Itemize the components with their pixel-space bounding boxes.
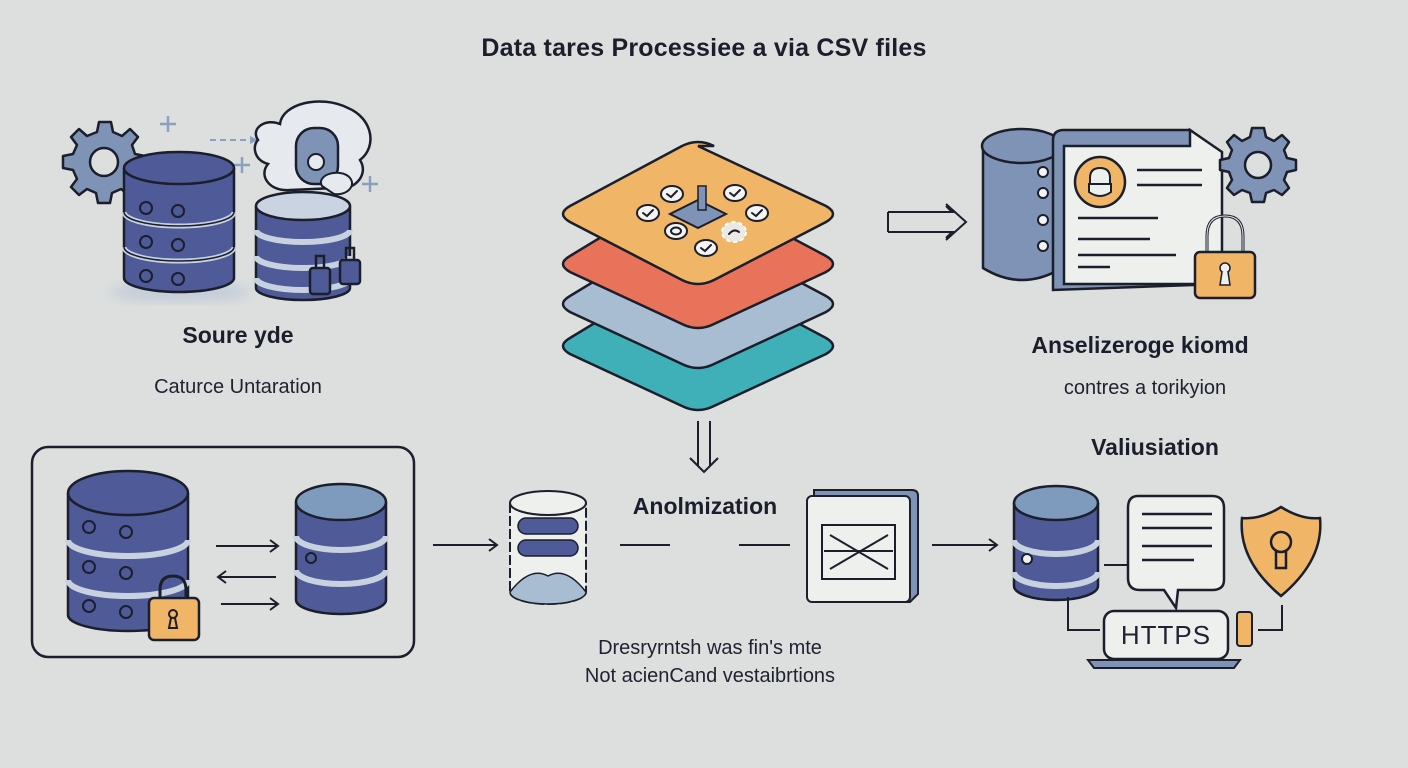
- lock-icon: [308, 246, 362, 296]
- note-line-2: Not acienCand vestaibrtions: [584, 665, 836, 687]
- shield-icon: [1240, 505, 1322, 598]
- checklist-icons: [636, 184, 769, 257]
- arrow-left-icon: [216, 570, 276, 584]
- plus-icon: [160, 116, 378, 192]
- arrow-down-icon: [689, 421, 719, 474]
- anonymization-heading: Anolmization: [632, 493, 778, 519]
- radio-icon: [664, 222, 688, 240]
- download-arrow-icon: [667, 185, 729, 230]
- window-icon: [806, 489, 919, 603]
- lock-icon: [147, 574, 201, 642]
- source-caption: Caturce Untaration: [154, 376, 322, 398]
- laptop-icon: [1086, 609, 1242, 669]
- validation-heading: Valiusiation: [1091, 434, 1219, 460]
- checkmark-icon: [723, 184, 747, 202]
- checkmark-icon: [745, 204, 769, 222]
- validation-illustration: [1011, 484, 1322, 669]
- database-icon: [65, 469, 191, 633]
- arrow-right-icon: [887, 203, 968, 241]
- document-icon: [1126, 494, 1226, 612]
- document-icon: [1051, 127, 1224, 292]
- source-heading: Soure yde: [182, 322, 294, 348]
- database-icon: [509, 490, 587, 605]
- battery-icon: [1236, 611, 1253, 647]
- anonymization-note: Dresryrntsh was fin's mte Not acienCand …: [500, 634, 920, 690]
- note-line-1: Dresryrntsh was fin's mte: [598, 637, 822, 659]
- storage-heading: Anselizeroge kiomd: [1031, 332, 1249, 358]
- arrow-right-icon: [216, 539, 280, 611]
- database-icon: [1011, 484, 1101, 602]
- diagram-title: Data tares Processiee a via CSV files: [481, 34, 927, 62]
- database-icon: [121, 150, 237, 294]
- source-illustration: [61, 100, 378, 302]
- storage-caption: contres a torikyion: [1063, 377, 1227, 399]
- https-badge: HTTPS: [1120, 620, 1212, 650]
- lock-icon: [1193, 214, 1257, 300]
- checkmark-icon: [694, 239, 718, 257]
- storage-illustration: [980, 126, 1298, 300]
- flow-connectors: [433, 538, 999, 552]
- database-icon: [253, 190, 353, 302]
- database-icon: [293, 482, 389, 616]
- sync-panel: [30, 445, 416, 659]
- layer-stack-icon: [561, 140, 835, 412]
- cloud-icon: [253, 100, 372, 196]
- database-icon: [980, 127, 1064, 282]
- gear-icon: [1218, 126, 1298, 204]
- checkmark-icon: [636, 204, 660, 222]
- checkmark-icon: [660, 185, 684, 203]
